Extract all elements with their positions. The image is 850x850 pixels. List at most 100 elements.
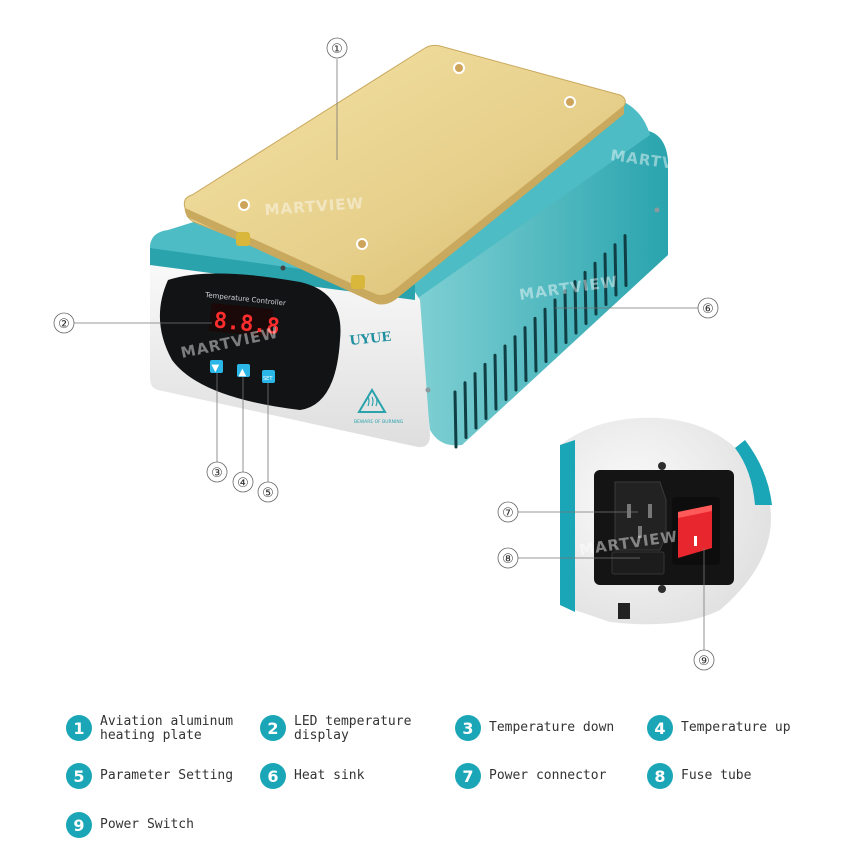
- burn-warning-icon: [357, 388, 387, 413]
- legend-item: 5 Parameter Setting: [66, 763, 233, 789]
- callout-3: ③: [206, 461, 228, 483]
- socket-pin: [638, 526, 642, 538]
- foot: [618, 603, 630, 619]
- vent-slot: [623, 234, 628, 287]
- vent-slot: [483, 362, 488, 420]
- legend-number-badge: 6: [260, 763, 286, 789]
- legend-label: Parameter Setting: [100, 768, 234, 783]
- brand-logo: UYUE: [349, 330, 392, 349]
- legend-number-badge: 8: [647, 763, 673, 789]
- vent-slot: [463, 381, 468, 439]
- legend-label: Temperature up: [681, 720, 791, 735]
- svg-text:①: ①: [331, 42, 343, 57]
- vent-slot: [543, 307, 548, 363]
- svg-text:⑥: ⑥: [702, 302, 714, 317]
- plate-posts: [236, 232, 365, 289]
- svg-text:⑧: ⑧: [502, 552, 514, 567]
- set-button-label: SET: [263, 376, 273, 382]
- vent-slot: [573, 280, 578, 335]
- callout-2: ②: [53, 312, 75, 334]
- callout-lines: [74, 59, 705, 650]
- vent-slot: [603, 252, 608, 306]
- legend-label: Fuse tube: [681, 768, 752, 783]
- vent-slot: [583, 270, 588, 325]
- svg-text:②: ②: [58, 317, 70, 332]
- legend-label: LED temperature display: [294, 714, 412, 743]
- legend-label: Power Switch: [100, 817, 194, 832]
- legend-item: 7 Power connector: [455, 763, 606, 789]
- svg-text:⑨: ⑨: [698, 654, 710, 669]
- warning-label: BEWARE OF BURNING: [354, 419, 404, 425]
- parts-legend: 1 Aviation aluminum heating plate 2 LED …: [0, 700, 850, 850]
- switch-on-mark: [694, 536, 697, 546]
- temperature-down-button[interactable]: ▼: [210, 360, 223, 374]
- screw-icon: [425, 387, 431, 393]
- down-arrow-icon: ▼: [212, 363, 220, 374]
- temperature-up-button[interactable]: ▲: [237, 364, 250, 378]
- callout-1: ①: [326, 37, 348, 59]
- screw-icon: [658, 585, 666, 593]
- heat-sink-side: [415, 130, 668, 446]
- legend-number-badge: 2: [260, 715, 286, 741]
- callout-5: ⑤: [257, 481, 279, 503]
- plate-screws: [238, 62, 576, 250]
- legend-label: Aviation aluminum heating plate: [100, 714, 234, 743]
- callout-numbers: ① ② ③ ④ ⑤ ⑥ ⑦ ⑧: [53, 37, 719, 671]
- vent-slot: [453, 390, 458, 449]
- legend-number-badge: 4: [647, 715, 673, 741]
- vent-slot: [553, 298, 558, 354]
- vent-slot: [613, 243, 618, 297]
- legend-label: Heat sink: [294, 768, 365, 783]
- legend-item: 6 Heat sink: [260, 763, 364, 789]
- legend-label: Temperature down: [489, 720, 615, 735]
- callout-7: ⑦: [497, 501, 519, 523]
- screw-icon: [658, 462, 666, 470]
- screw-icon: [280, 265, 286, 271]
- vent-slot: [473, 372, 478, 430]
- legend-item: 4 Temperature up: [647, 715, 791, 741]
- legend-item: 3 Temperature down: [455, 715, 614, 741]
- callout-9: ⑨: [693, 649, 715, 671]
- fuse-tube-drawer[interactable]: [611, 551, 665, 575]
- led-display-window: [208, 302, 274, 338]
- vent-slot: [493, 353, 498, 411]
- vent-slot: [523, 326, 528, 382]
- vent-slot: [513, 335, 518, 392]
- screw-icon: [654, 207, 660, 213]
- up-arrow-icon: ▲: [239, 367, 247, 378]
- heat-sink-vents: [453, 234, 628, 449]
- svg-text:⑦: ⑦: [502, 506, 514, 521]
- legend-number-badge: 3: [455, 715, 481, 741]
- legend-number-badge: 1: [66, 715, 92, 741]
- legend-number-badge: 5: [66, 763, 92, 789]
- inset-teal-right: [735, 440, 772, 505]
- set-button[interactable]: SET: [262, 370, 275, 383]
- callout-4: ④: [232, 471, 254, 493]
- vent-slot: [533, 316, 538, 373]
- legend-number-badge: 9: [66, 812, 92, 838]
- vent-slot: [563, 289, 568, 344]
- legend-item: 1 Aviation aluminum heating plate: [66, 715, 233, 743]
- power-connector-inset: [560, 417, 772, 625]
- legend-label: Power connector: [489, 768, 607, 783]
- heating-plate: [183, 44, 626, 296]
- legend-item: 8 Fuse tube: [647, 763, 751, 789]
- svg-text:③: ③: [211, 466, 223, 481]
- power-socket[interactable]: [614, 481, 667, 551]
- socket-pin: [627, 504, 631, 518]
- svg-text:④: ④: [237, 476, 249, 491]
- legend-item: 9 Power Switch: [66, 812, 194, 838]
- callout-6: ⑥: [697, 297, 719, 319]
- legend-item: 2 LED temperature display: [260, 715, 411, 743]
- callout-8: ⑧: [497, 547, 519, 569]
- socket-pin: [648, 504, 652, 518]
- power-switch[interactable]: [678, 505, 712, 558]
- inset-teal-edge: [560, 440, 575, 612]
- vent-slot: [503, 344, 508, 401]
- legend-number-badge: 7: [455, 763, 481, 789]
- heating-station: Temperature Controller 8.8.8 ▼ ▲ SET UYU…: [150, 44, 668, 449]
- svg-text:⑤: ⑤: [262, 486, 274, 501]
- controller-panel: [159, 273, 341, 410]
- vent-slot: [593, 261, 598, 316]
